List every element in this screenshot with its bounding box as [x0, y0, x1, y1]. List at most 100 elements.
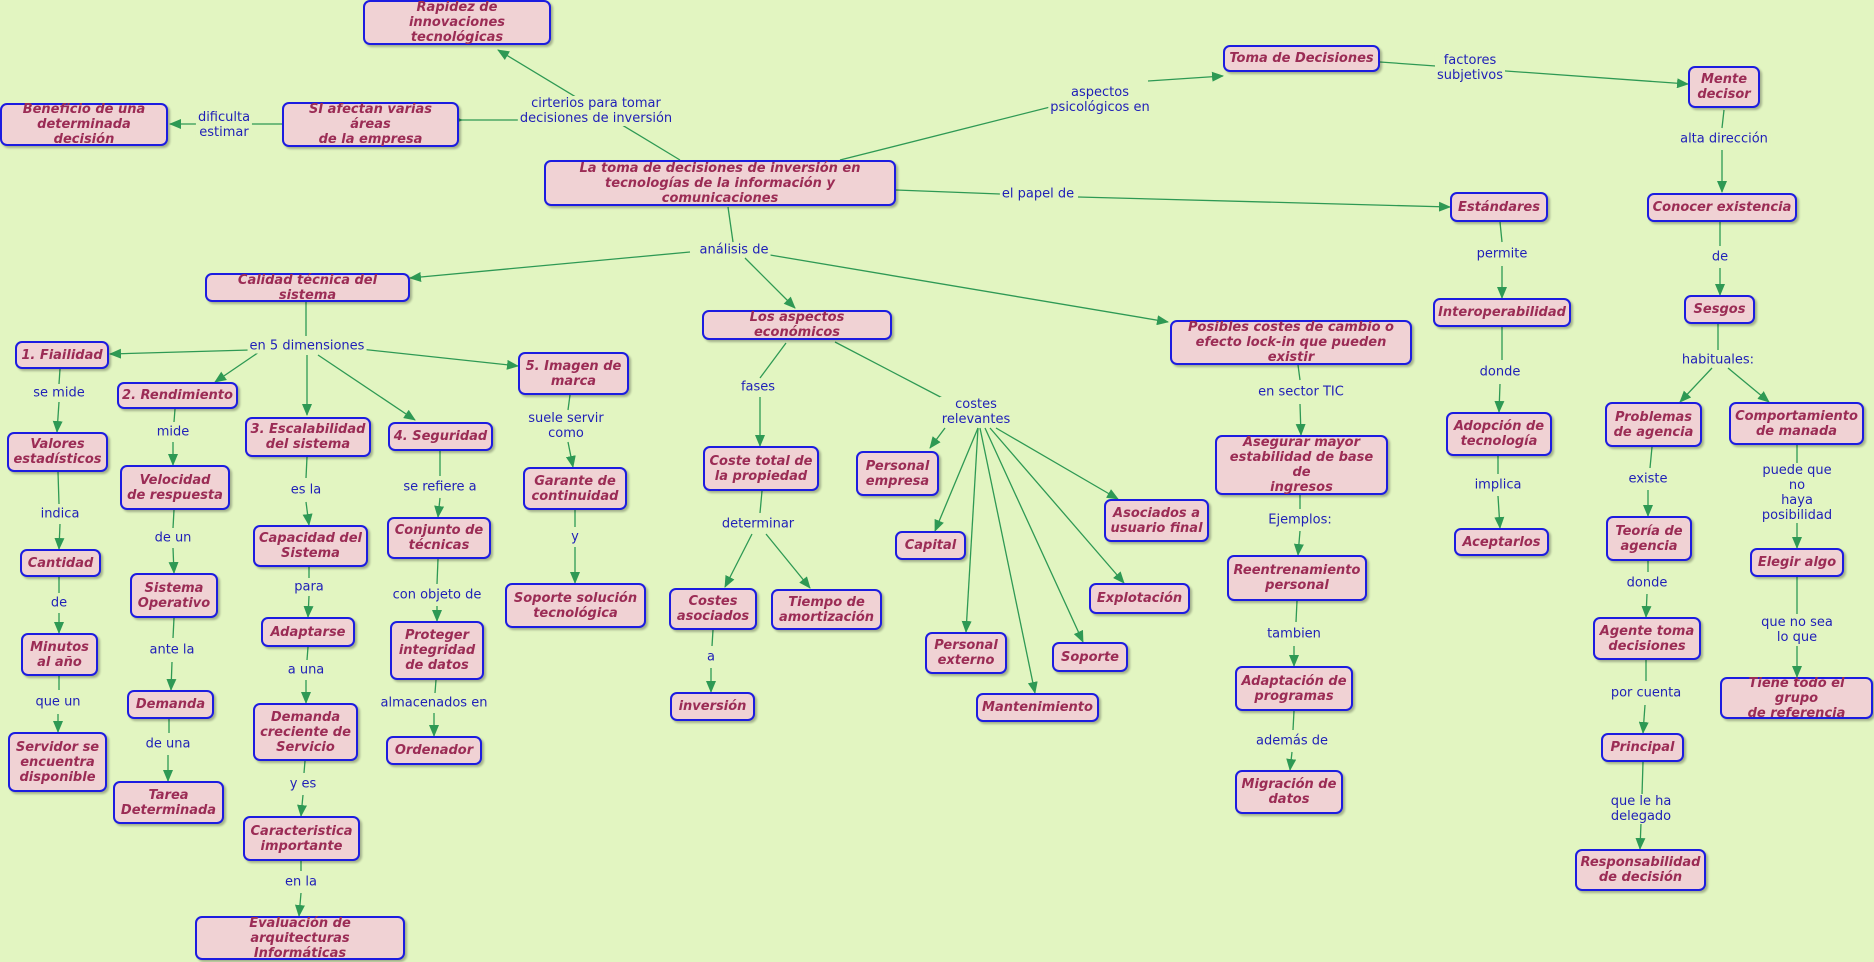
connector-line — [1641, 761, 1644, 796]
node-costes-asociados[interactable]: Costes asociados — [669, 588, 757, 630]
node-reentrenamiento[interactable]: Reentrenamiento personal — [1227, 555, 1367, 601]
connector-line — [961, 427, 979, 633]
label-ejemplos: Ejemplos: — [1266, 512, 1334, 528]
node-soporte[interactable]: Soporte — [1052, 642, 1128, 672]
label-por-cuenta: por cuenta — [1608, 685, 1684, 701]
label-que-un: que un — [33, 694, 83, 710]
node-servidor-disponible[interactable]: Servidor se encuentra disponible — [8, 732, 107, 792]
node-calidad-tecnica[interactable]: Calidad técnica del sistema — [205, 273, 410, 303]
label-mide: mide — [154, 424, 192, 440]
label-que-le-ha: que le ha delegado — [1608, 794, 1674, 824]
node-minutos-ano[interactable]: Minutos al año — [21, 633, 98, 676]
node-rapidez[interactable]: Rapidez de innovaciones tecnológicas — [363, 0, 551, 45]
node-ordenador[interactable]: Ordenador — [386, 736, 482, 765]
connector-line — [294, 892, 305, 917]
label-que-no-sea: que no sea lo que — [1759, 615, 1835, 645]
node-capital[interactable]: Capital — [895, 531, 966, 560]
node-interoperabilidad[interactable]: Interoperabilidad — [1433, 298, 1571, 327]
node-demanda[interactable]: Demanda — [127, 690, 214, 719]
node-conocer-existencia[interactable]: Conocer existencia — [1647, 193, 1797, 222]
node-valores-estadisticos[interactable]: Valores estadísticos — [7, 432, 108, 472]
node-caracteristica-importante[interactable]: Caracteristica importante — [243, 816, 360, 861]
node-conjunto-tecnicas[interactable]: Conjunto de técnicas — [387, 517, 491, 559]
node-posibles-costes[interactable]: Posibles costes de cambio o efecto lock-… — [1170, 320, 1412, 365]
label-aspectos-psicologicos: aspectos psicológicos en — [1048, 85, 1152, 115]
node-imagen-marca[interactable]: 5. Imagen de marca — [518, 352, 629, 395]
label-sector-tic: en sector TIC — [1256, 384, 1346, 400]
connector-line — [567, 394, 571, 411]
label-donde-interop: donde — [1477, 364, 1523, 380]
label-dificulta: dificulta estimar — [195, 110, 253, 140]
node-tiene-todo-grupo[interactable]: Tiene todo el grupo de referencia — [1720, 676, 1873, 721]
node-velocidad-respuesta[interactable]: Velocidad de respuesta — [120, 465, 230, 510]
node-adaptarse[interactable]: Adaptarse — [261, 617, 355, 647]
connector-line — [317, 354, 416, 421]
label-puede-que-no: puede que no haya posibilidad — [1758, 463, 1836, 523]
node-tiempo-amortizacion[interactable]: Tiempo de amortización — [771, 589, 882, 630]
node-asociados-usuario[interactable]: Asociados a usuario final — [1104, 499, 1209, 542]
node-responsabilidad-decision[interactable]: Responsabilidad de decisión — [1575, 849, 1706, 891]
label-de-cantidad: de — [48, 595, 70, 611]
node-si-afectan[interactable]: SI afectan varias áreas de la empresa — [282, 102, 459, 147]
node-soporte-solucion[interactable]: Soporte solución tecnológica — [505, 583, 646, 628]
node-tarea-determinada[interactable]: Tarea Determinada — [113, 781, 224, 824]
connector-line — [1147, 71, 1224, 82]
label-determinar: determinar — [719, 516, 797, 532]
node-inversion[interactable]: inversión — [670, 692, 755, 721]
node-capacidad-sistema[interactable]: Capacidad del Sistema — [253, 525, 368, 567]
label-con-objeto: con objeto de — [390, 587, 484, 603]
node-teoria-agencia[interactable]: Teoría de agencia — [1606, 516, 1692, 561]
node-sistema-operativo[interactable]: Sistema Operativo — [130, 573, 218, 618]
label-de-sesgos: de — [1709, 249, 1731, 265]
node-adaptacion-programas[interactable]: Adaptación de programas — [1235, 666, 1353, 711]
node-aceptarlos[interactable]: Aceptarlos — [1454, 528, 1549, 556]
node-problemas-agencia[interactable]: Problemas de agencia — [1605, 402, 1702, 447]
node-personal-empresa[interactable]: Personal empresa — [856, 451, 939, 496]
node-personal-externo[interactable]: Personal externo — [925, 632, 1007, 674]
node-fiabilidad[interactable]: 1. Fiailidad — [15, 341, 109, 369]
node-explotacion[interactable]: Explotación — [1089, 583, 1190, 614]
node-estandares[interactable]: Estándares — [1450, 192, 1548, 222]
label-donde-teoria: donde — [1624, 575, 1670, 591]
connector-line — [989, 427, 1125, 584]
node-aspectos-economicos[interactable]: Los aspectos económicos — [702, 310, 892, 340]
node-adopcion-tecnologia[interactable]: Adopción de tecnología — [1446, 412, 1552, 456]
node-mente-decisor[interactable]: Mente decisor — [1688, 66, 1760, 108]
node-coste-total[interactable]: Coste total de la propiedad — [703, 446, 819, 491]
connector-line — [1286, 751, 1297, 771]
connector-line — [765, 533, 811, 589]
node-elegir-algo[interactable]: Elegir algo — [1750, 548, 1844, 577]
node-seguridad[interactable]: 4. Seguridad — [388, 422, 493, 451]
connector-line — [434, 679, 437, 694]
node-principal[interactable]: Principal — [1601, 733, 1684, 762]
node-mantenimiento[interactable]: Mantenimiento — [976, 693, 1099, 722]
connector-line — [58, 368, 61, 385]
node-demanda-creciente[interactable]: Demanda creciente de Servicio — [253, 703, 358, 761]
label-en-la: en la — [283, 874, 319, 890]
node-evaluacion-arquitecturas[interactable]: Evaluación de arquitecturas Informáticas — [195, 916, 405, 961]
node-sesgos[interactable]: Sesgos — [1684, 295, 1755, 324]
connector-line — [409, 251, 691, 282]
node-beneficio[interactable]: Beneficio de una determinada decisión — [0, 102, 168, 147]
connector-line — [1649, 446, 1653, 469]
node-comportamiento-manada[interactable]: Comportamiento de manada — [1729, 402, 1864, 445]
connector-line — [1295, 600, 1298, 623]
node-escalabilidad[interactable]: 3. Escalabilidad del sistema — [245, 417, 371, 457]
connector-line — [303, 760, 306, 774]
node-main-topic[interactable]: La toma de decisiones de inversión en te… — [544, 160, 896, 206]
node-agente-toma-decisiones[interactable]: Agente toma decisiones — [1593, 617, 1701, 660]
label-para: para — [292, 579, 326, 595]
connector-line — [1641, 593, 1652, 618]
node-toma-decisiones[interactable]: Toma de Decisiones — [1223, 45, 1380, 72]
node-garante-continuidad[interactable]: Garante de continuidad — [523, 467, 627, 510]
label-se-mide: se mide — [31, 385, 87, 401]
label-almacenados: almacenados en — [378, 695, 490, 711]
connector-line — [303, 595, 314, 618]
node-rendimiento[interactable]: 2. Rendimiento — [117, 382, 238, 409]
connector-line — [1297, 364, 1301, 381]
node-asegurar-estabilidad[interactable]: Asegurar mayor estabilidad de base de in… — [1215, 435, 1388, 495]
node-migracion-datos[interactable]: Migración de datos — [1235, 770, 1343, 814]
node-proteger-integridad[interactable]: Proteger integridad de datos — [390, 621, 484, 680]
node-cantidad[interactable]: Cantidad — [20, 549, 101, 577]
connector-line — [52, 401, 63, 433]
